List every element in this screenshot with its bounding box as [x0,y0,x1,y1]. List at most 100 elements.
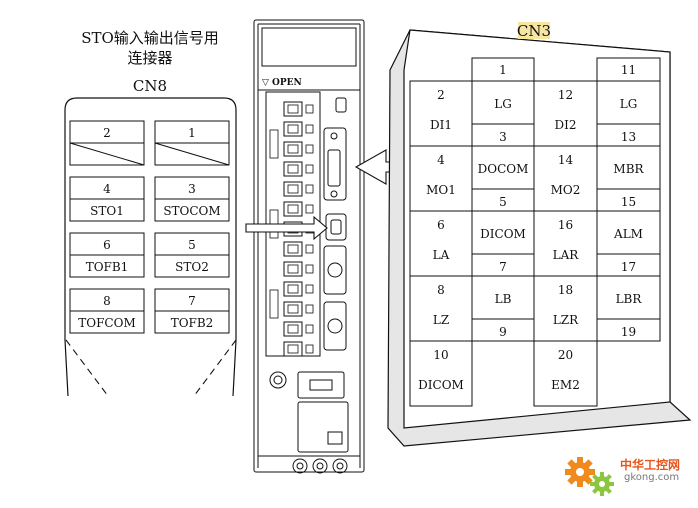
cn3-pin-number: 11 [621,63,636,77]
drive-cn3-port-inner [327,149,341,187]
cn8-pin-number: 5 [188,238,196,252]
drive-terminal-tab [305,144,314,154]
drive-bottom-port [327,431,343,445]
cn8-pin-number: 4 [103,182,111,196]
cn3-pin-signal: DOCOM [478,162,529,176]
cn3-pin-13-box [596,80,661,147]
cn3-pin-16-box [533,210,598,277]
drive-terminal-slot [287,324,299,334]
drive-foot-screw-1 [292,458,308,474]
drive-body [253,19,365,473]
cn3-title-box [518,22,550,39]
drive-battery-slot [297,371,345,399]
cn3-pin-8: 8LZ [409,275,473,342]
cn8-pin-number: 7 [188,294,196,308]
cn3-section: CN3 2DI14MO16LA8LZ10DICOM12DI214MO216LAR… [387,22,692,447]
drive-terminal-screw [283,321,303,337]
drive-top-panel [261,27,357,67]
cn3-pin-signal: LAR [553,248,580,262]
drive-terminal-slot [287,344,299,354]
cn3-pin-19-box [596,275,661,342]
drive-terminal-screw [283,301,303,317]
drive-lower-port-2-hole [327,318,343,334]
cn3-pin-number: 15 [621,195,636,209]
cn3-pin-signal: DI2 [555,118,577,132]
cn8-pin-number: 6 [103,238,111,252]
cn3-pin-signal: LA [433,248,450,262]
cn3-pin-number: 7 [499,260,507,274]
cn8-pin-number: 1 [188,126,196,140]
cn3-pin-signal: LZR [553,313,579,327]
cn3-pin-15: MBR 15 [596,145,661,212]
cn3-pin-15-box [596,145,661,212]
drive-terminal-tab [305,304,314,314]
cn8-pointer-arrow [245,215,328,241]
drive-terminal-block [269,101,314,357]
drive-terminal-latch [269,289,279,319]
drive-terminal-slot [287,124,299,134]
cn3-pin-number: 14 [558,153,574,167]
cn3-pin-12-box [533,80,598,147]
cn3-pin-4-box [409,145,473,212]
drive-battery-slot-inner [309,379,333,391]
cn3-pin-number: 12 [558,88,573,102]
drive-ground-screw [269,371,287,389]
cn3-pin-number: 2 [437,88,445,102]
cn8-pin-signal: TOFB1 [86,260,129,274]
cn8-unused-slash [69,142,145,166]
cn3-pin-3: LG3 [471,80,535,147]
drive-cn3-screw-top [330,132,338,140]
cn3-pin-7-box [471,210,535,277]
watermark-brand: 中华工控网 [620,458,681,472]
cn8-connector-name: CN8 [133,77,167,95]
cn3-pin-14-box [533,145,598,212]
cn3-pin-1: 1 [471,57,535,82]
drive-cn8-port-inner [330,219,342,235]
cn3-pin-signal: MBR [613,162,644,176]
cn8-pin-number: 8 [103,294,111,308]
cn3-pin-17-box [596,210,661,277]
cn8-pin-signal: STOCOM [163,204,220,218]
cn3-pin-number: 4 [437,153,445,167]
drive-terminal-tab [305,184,314,194]
drive-terminal-screw [283,341,303,357]
drive-terminal-slot [287,144,299,154]
cn8-caption-line1: STO输入输出信号用 [81,29,219,47]
drive-indicator-window [335,97,347,113]
drive-terminal-tab [305,244,314,254]
drive-terminal-screw [283,281,303,297]
cn3-pin-signal: EM2 [551,378,580,392]
drive-terminal-screw [283,101,303,117]
drive-terminal-tab [305,324,314,334]
cn3-pin-signal: LG [620,97,638,111]
cn3-pin-11: 11 [596,57,661,82]
drive-bottom-panel [297,401,349,453]
watermark-domain: gkong.com [624,472,680,483]
drive-terminal-screw [283,161,303,177]
cn8-unused-slash [154,142,230,166]
cn3-pin-2-box [409,80,473,147]
drive-cn3-port [323,127,347,201]
drive-terminal-screw [283,181,303,197]
cn3-pin-5-box [471,145,535,212]
drive-terminal-tab [305,124,314,134]
cn3-pin-number: 1 [499,63,507,77]
cn8-housing-dash-right [193,339,237,397]
cn3-pin-signal: LB [495,292,512,306]
drive-terminal-latch [269,129,279,159]
drive-terminal-slot [287,304,299,314]
drive-terminal-tab [305,344,314,354]
cn3-pin-3-box [471,80,535,147]
cn3-pin-signal: LZ [433,313,449,327]
cn3-connector-name: CN3 [517,22,551,40]
